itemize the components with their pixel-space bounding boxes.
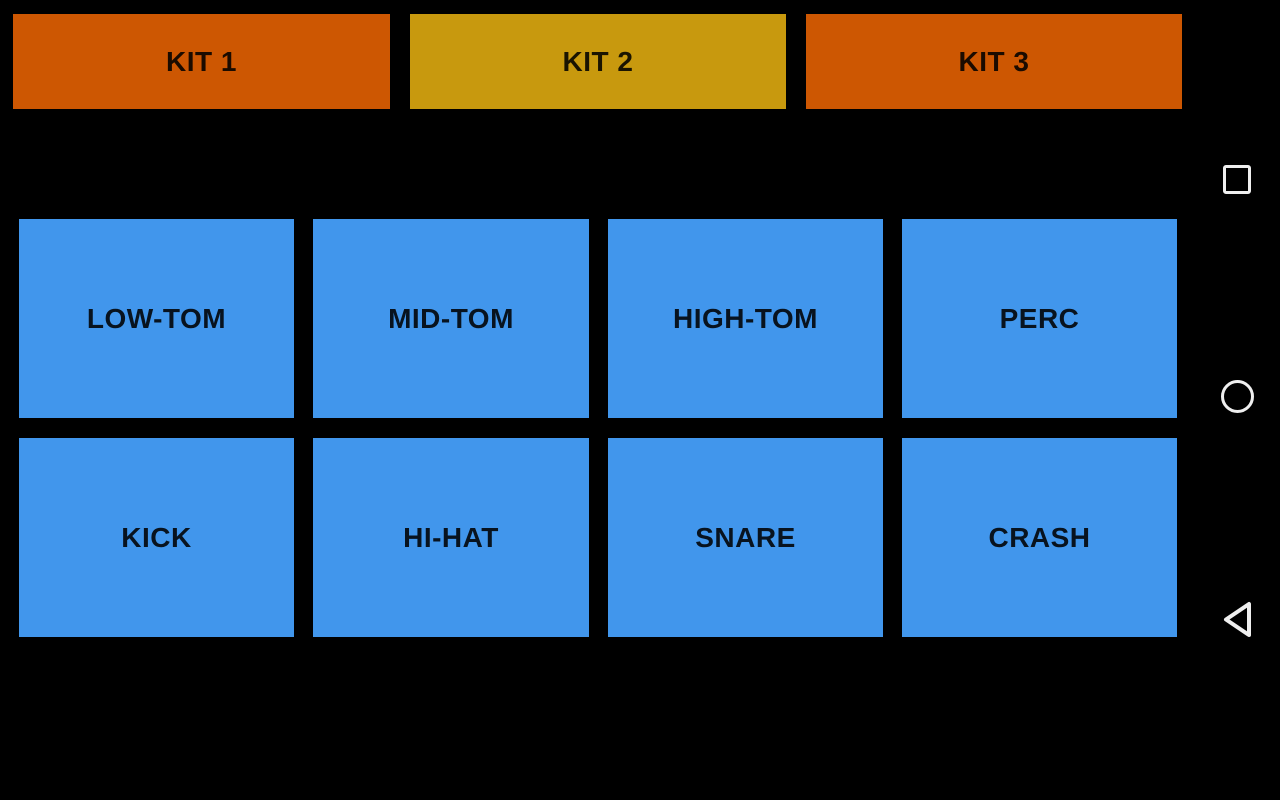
recents-button[interactable] [1205,147,1269,211]
pad-kick[interactable]: KICK [19,438,294,637]
pad-snare[interactable]: SNARE [608,438,883,637]
recents-square-icon [1223,164,1251,194]
pad-high-tom[interactable]: HIGH-TOM [608,219,883,418]
kit-2-button[interactable]: KIT 2 [410,14,786,109]
home-button[interactable] [1205,364,1269,428]
back-triangle-icon [1224,601,1251,637]
pad-hi-hat[interactable]: HI-HAT [313,438,589,637]
home-circle-icon [1220,379,1254,413]
pad-low-tom[interactable]: LOW-TOM [19,219,294,418]
kit-3-button[interactable]: KIT 3 [806,14,1182,109]
pad-mid-tom[interactable]: MID-TOM [313,219,589,418]
pad-perc[interactable]: PERC [902,219,1177,418]
back-button[interactable] [1205,587,1269,651]
kit-1-button[interactable]: KIT 1 [13,14,390,109]
pad-crash[interactable]: CRASH [902,438,1177,637]
